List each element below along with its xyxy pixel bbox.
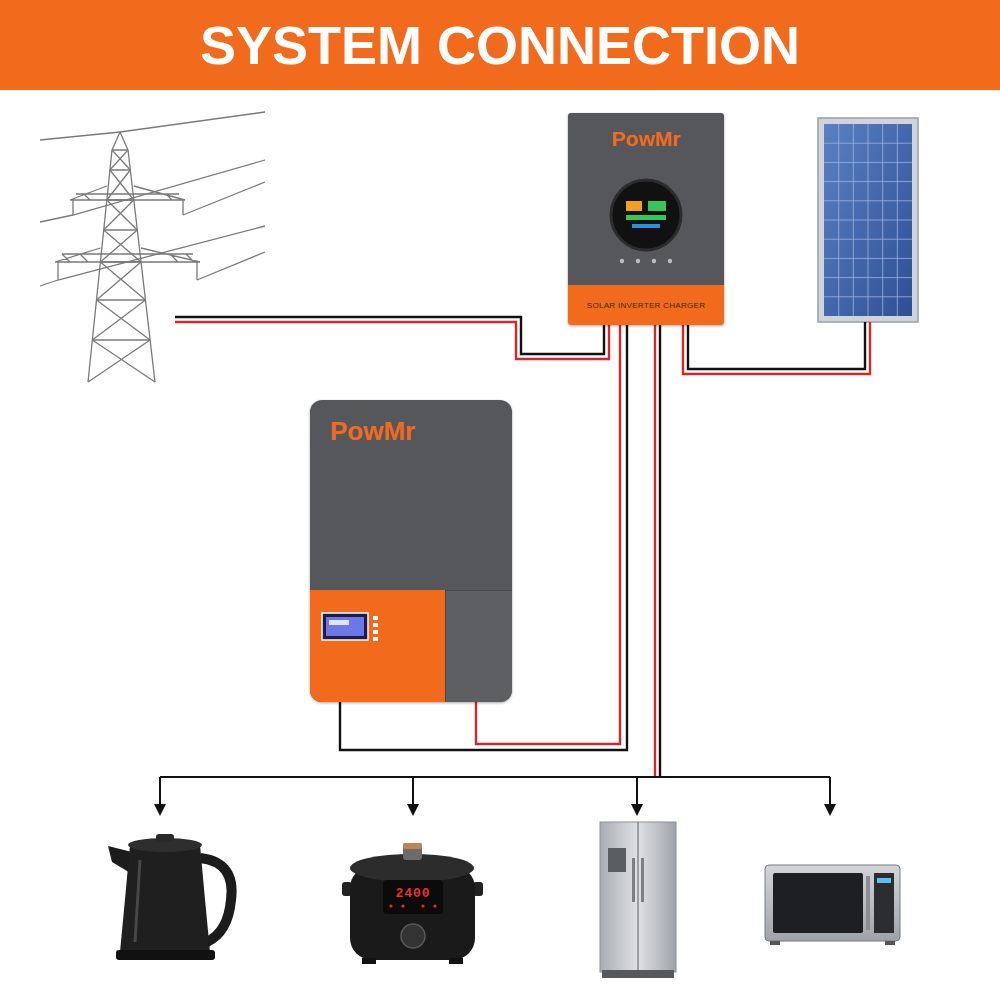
load-wire [659,325,661,777]
grid-wire [175,322,609,359]
load-arrow [407,804,419,816]
inverter-display [611,180,681,250]
kettle-icon [120,845,210,952]
lcd-screen [373,637,378,641]
grid-wire [175,317,609,359]
rice-cooker-icon [401,904,404,907]
solar-panel [818,118,918,322]
lcd-screen [373,616,378,620]
rice-cooker-icon [401,924,425,948]
load-arrow [631,804,643,816]
inverter-display [626,215,666,220]
pv-wire [688,322,865,369]
fridge-icon [600,822,676,978]
fridge-icon [600,822,676,972]
inverter-display [668,259,672,263]
lcd-screen [320,610,390,650]
solar-panel [818,118,918,322]
rice-cooker-icon [362,958,376,964]
fridge-icon [641,858,644,902]
load-wire [654,325,656,777]
rice-cooker-icon [449,958,463,964]
solar-panel [824,124,912,316]
kettle-icon [156,834,174,842]
inverter-display [652,259,656,263]
load-wire [160,777,830,806]
fridge-icon [602,970,674,978]
fridge-icon [632,858,635,902]
microwave-icon [866,876,870,930]
kettle-icon [116,950,215,960]
inverter-display [648,201,666,211]
solar-panel [824,124,912,316]
kettle-icon [135,860,140,942]
lcd-screen [373,623,378,627]
rice-cooker-icon [403,843,422,860]
load-arrow [154,804,836,816]
fridge-icon [637,822,638,972]
microwave-icon [765,865,900,945]
microwave-icon [770,941,780,945]
load-arrow [824,804,836,816]
load-wire [160,325,830,806]
microwave-icon [765,865,900,941]
lcd-screen [322,613,368,640]
brand-name: PowMr [612,127,681,151]
inverter-display [620,259,624,263]
power-tower [112,132,128,150]
label-anchor: 2400 [383,883,443,901]
orange-panel [310,590,445,702]
lcd-screen [373,630,378,634]
cover-panel [445,590,512,702]
rice-cooker-icon [421,904,424,907]
kettle-icon [108,834,232,960]
rice-cooker-icon [383,880,443,914]
inverter-display [632,224,660,228]
power-tower [40,112,265,286]
rice-cooker-icon [403,843,422,849]
title-text: SYSTEM CONNECTION [0,0,1000,90]
rice-cooker-icon [342,843,483,964]
battery-unit-box: PowMr [310,400,512,702]
power-tower [88,150,155,382]
pv-wire [683,322,870,374]
microwave-icon [874,873,894,933]
rice-cooker-icon [389,904,392,907]
microwave-icon [885,941,895,945]
pv-wire [683,322,870,374]
power-tower [55,248,200,262]
title-bar: SYSTEM CONNECTION [0,0,1000,90]
inverter-box: PowMrSOLAR INVERTER CHARGER [568,113,724,325]
brand-name: PowMr [330,416,415,447]
load-arrow [154,804,166,816]
lcd-screen [326,617,364,636]
product-label: SOLAR INVERTER CHARGER [587,301,705,310]
power-tower [40,112,265,382]
power-tower [88,150,155,382]
microwave-icon [877,878,891,883]
cooker-display-digits: 2400 [395,886,430,901]
power-tower [58,200,197,280]
lcd-screen [329,620,349,625]
inverter-display [626,201,642,211]
microwave-icon [773,873,863,933]
rice-cooker-icon [350,866,475,960]
inverter-display [636,259,640,263]
fridge-icon [608,848,626,872]
rice-cooker-icon [433,904,436,907]
